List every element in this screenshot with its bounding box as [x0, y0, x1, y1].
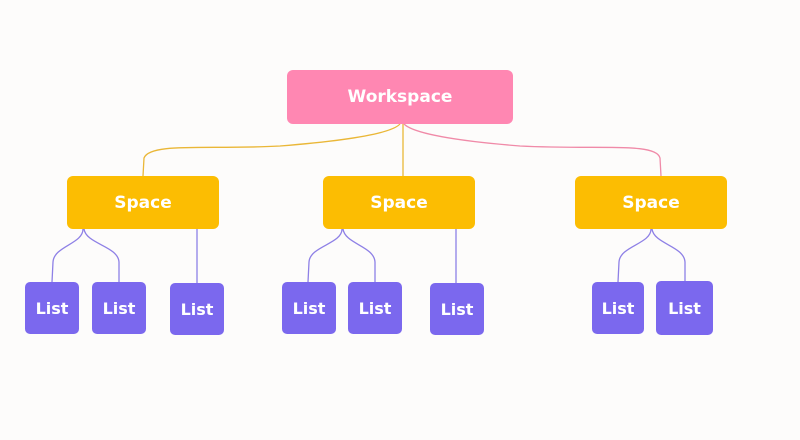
list-label: List — [292, 298, 326, 318]
list-node-space-2-2[interactable]: List — [348, 282, 402, 334]
space-label: Space — [622, 192, 680, 213]
list-node-space-2-3[interactable]: List — [430, 283, 484, 335]
workspace-node[interactable]: Workspace — [287, 70, 513, 124]
workspace-label: Workspace — [347, 87, 453, 107]
list-label: List — [440, 299, 474, 319]
connector-workspace-space-1 — [142, 123, 401, 177]
space-node-2[interactable]: Space — [323, 176, 475, 229]
space-node-3[interactable]: Space — [575, 176, 727, 229]
list-label: List — [668, 298, 701, 318]
space-node-1[interactable]: Space — [67, 176, 219, 229]
connector-space-1-list-1 — [51, 228, 84, 283]
list-node-space-3-2[interactable]: List — [656, 281, 713, 335]
space-label: Space — [370, 192, 428, 213]
space-label: Space — [114, 192, 172, 213]
connector-space-2-list-2 — [342, 228, 376, 282]
list-node-space-1-2[interactable]: List — [92, 282, 146, 334]
connector-space-3-list-2 — [651, 228, 686, 282]
connector-workspace-space-3 — [403, 123, 662, 177]
list-label: List — [180, 299, 214, 319]
list-node-space-1-1[interactable]: List — [25, 282, 79, 334]
list-label: List — [102, 298, 136, 318]
connector-space-2-list-1 — [307, 228, 343, 283]
list-label: List — [601, 298, 635, 318]
connector-space-1-list-2 — [83, 228, 120, 282]
connector-space-3-list-1 — [617, 228, 652, 283]
list-node-space-1-3[interactable]: List — [170, 283, 224, 335]
list-node-space-3-1[interactable]: List — [592, 282, 644, 334]
list-label: List — [35, 298, 69, 318]
list-node-space-2-1[interactable]: List — [282, 282, 336, 334]
list-label: List — [358, 298, 392, 318]
